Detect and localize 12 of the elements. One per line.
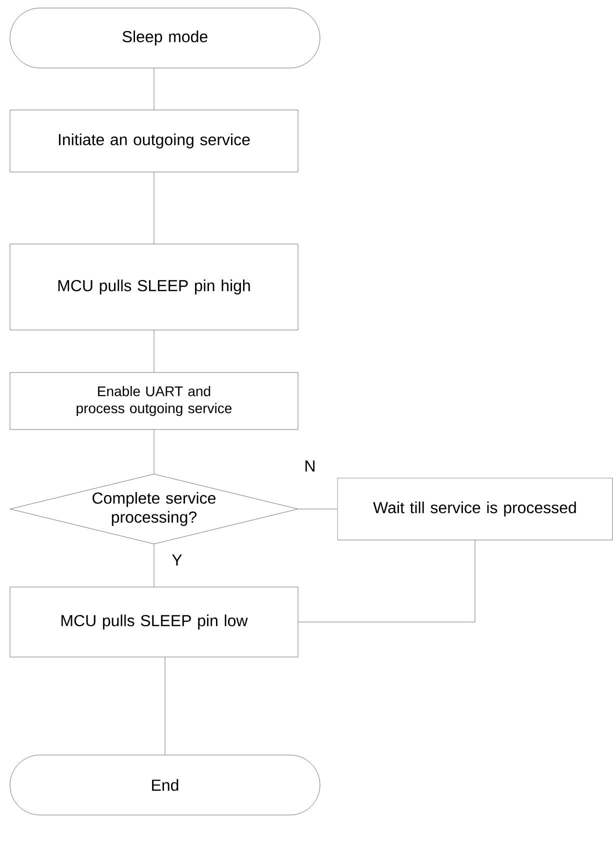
terminal-box: End bbox=[10, 754, 320, 816]
edge-label: N bbox=[303, 460, 317, 472]
terminal-box: Sleep mode bbox=[10, 8, 320, 68]
process-box: MCU pulls SLEEP pin high bbox=[10, 244, 298, 330]
process-box: Wait till service is processed bbox=[337, 478, 613, 540]
connector-line bbox=[298, 540, 476, 622]
edge-label: Y bbox=[170, 554, 184, 566]
process-box: Initiate an outgoing service bbox=[10, 110, 298, 172]
process-box: Enable UART and process outgoing service bbox=[10, 372, 298, 430]
connector-line bbox=[164, 657, 166, 755]
connector-line bbox=[298, 508, 338, 510]
process-box: MCU pulls SLEEP pin low bbox=[10, 586, 298, 658]
